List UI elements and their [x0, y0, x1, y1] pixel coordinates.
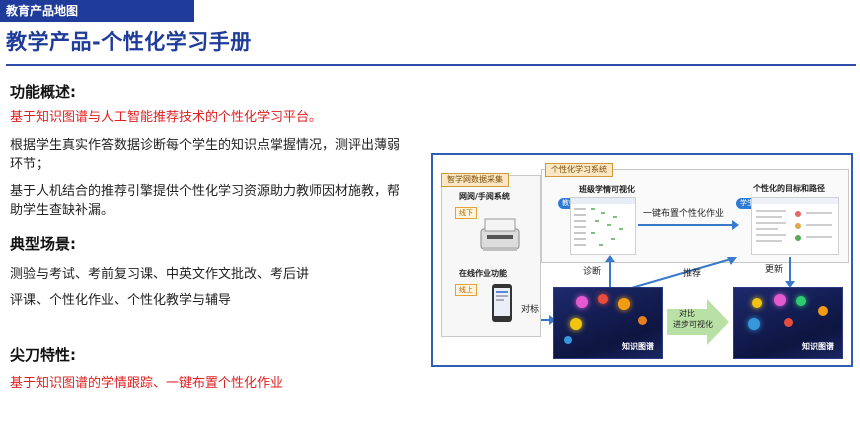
- update-label: 更新: [765, 265, 784, 275]
- graph-logo: 知识图谱: [802, 342, 834, 351]
- features-line-1: 基于知识图谱的学情跟踪、一键布置个性化作业: [10, 376, 284, 391]
- scenes-heading: 典型场景:: [10, 235, 76, 253]
- one-click-label: 一键布置个性化作业: [643, 209, 725, 219]
- page-title: 教学产品-个性化学习手册: [6, 30, 252, 54]
- overview-line-2: 根据学生真实作答数据诊断每个学生的知识点掌握情况，测评出薄弱环节；: [10, 138, 401, 172]
- banner-label: 教育产品地图: [6, 4, 79, 18]
- overview-line-1: 基于知识图谱与人工智能推荐技术的个性化学习平台。: [10, 110, 323, 125]
- graph-node: [774, 294, 786, 306]
- scenes-line-1: 测验与考试、考前复习课、中英文作文批改、考后讲: [10, 267, 310, 282]
- graph-node: [576, 296, 588, 308]
- product-diagram: 智学网数据采集 网阅/手阅系统 线下 在线作业功能 线上 对标 个性化学习系统 …: [431, 153, 853, 367]
- one-click-arrow: [638, 224, 734, 226]
- diagnose-arrow: [609, 259, 611, 287]
- recommend-label: 推荐: [683, 269, 702, 279]
- graph-node: [752, 298, 762, 308]
- compare-arrow: [541, 319, 551, 321]
- class-visual-label: 班级学情可视化: [579, 185, 635, 194]
- contrast-label-2: 进步可视化: [673, 320, 713, 329]
- graph-logo: 知识图谱: [622, 342, 654, 351]
- personal-path-label: 个性化的目标和路径: [753, 184, 825, 193]
- scenes-line-2: 评课、个性化作业、个性化教学与辅导: [10, 293, 232, 308]
- graph-node: [818, 306, 828, 316]
- contrast-label-1: 对比: [679, 309, 695, 318]
- online-system-label: 网阅/手阅系统: [459, 192, 510, 201]
- class-dashboard-image: [570, 197, 636, 255]
- phone-image: [491, 283, 513, 323]
- recommend-arrow: [619, 255, 739, 295]
- data-collection-tab: 智学网数据采集: [441, 173, 509, 187]
- overview-line-3: 基于人机结合的推荐引擎提供个性化学习资源助力教师因材施教，帮助学生查缺补漏。: [10, 184, 401, 218]
- header-banner: 教育产品地图: [0, 0, 194, 22]
- student-path-image: [751, 197, 839, 255]
- diagnose-label: 诊断: [583, 267, 602, 277]
- knowledge-graph-after: 知识图谱: [733, 287, 843, 359]
- teacher-tag: 教师: [558, 198, 580, 209]
- graph-node: [618, 298, 630, 310]
- graph-node: [784, 318, 793, 327]
- graph-node: [796, 296, 806, 306]
- data-collection-panel: [441, 175, 541, 337]
- compare-arrow-head: [549, 315, 556, 325]
- offline-tag: 线下: [455, 207, 477, 219]
- graph-node: [748, 318, 760, 330]
- compare-label: 对标: [521, 305, 540, 315]
- update-arrow: [789, 257, 791, 283]
- graph-node: [570, 318, 582, 330]
- learning-system-tab: 个性化学习系统: [545, 163, 613, 177]
- graph-node: [564, 336, 572, 344]
- update-arrow-head: [785, 281, 795, 288]
- contrast-arrow: [667, 299, 729, 345]
- scanner-device-image: [479, 215, 521, 255]
- overview-heading: 功能概述:: [10, 83, 76, 101]
- graph-node: [598, 294, 608, 304]
- features-heading: 尖刀特性:: [10, 346, 76, 364]
- title-divider: [6, 64, 856, 66]
- online-function-label: 在线作业功能: [459, 269, 507, 278]
- student-tag: 学生: [736, 198, 758, 209]
- online-tag: 线上: [455, 284, 477, 296]
- graph-node: [638, 316, 647, 325]
- knowledge-graph-before: 知识图谱: [553, 287, 663, 359]
- diagnose-arrow-head: [605, 255, 615, 262]
- one-click-arrow-head: [732, 220, 739, 230]
